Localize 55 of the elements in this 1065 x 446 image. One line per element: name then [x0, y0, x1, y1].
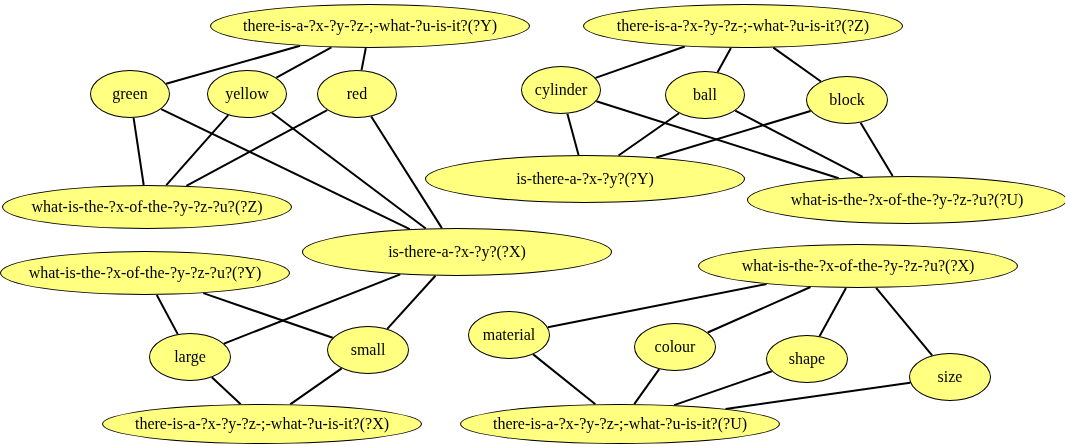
- ellipse-node: [747, 176, 1065, 224]
- node-label: is-there-a-?x-?y?(?Y): [516, 170, 654, 188]
- connector-line: [289, 367, 343, 406]
- connector-line: [132, 116, 145, 186]
- node-label: what-is-the-?x-of-the-?y-?z-?u?(?Y): [28, 264, 262, 282]
- ellipse-node: [149, 333, 231, 381]
- node-label: cylinder: [534, 81, 588, 99]
- connector-line: [360, 47, 367, 72]
- node-label: material: [482, 326, 536, 344]
- connector-line: [734, 109, 864, 178]
- ellipse-node: [521, 66, 601, 114]
- connector-line: [275, 46, 333, 79]
- node-label: what-is-the-?x-of-the-?y-?z-?u?(?U): [790, 191, 1024, 209]
- ellipse-node: [207, 70, 287, 118]
- node-label: green: [112, 85, 148, 103]
- connector-line: [875, 286, 934, 357]
- node-label: there-is-a-?x-?y-?z-;-what-?u-is-it?(?X): [134, 415, 390, 433]
- connector-line: [617, 112, 680, 157]
- node-label: what-is-the-?x-of-the-?y-?z-?u?(?X): [741, 257, 975, 275]
- connector-line: [386, 274, 437, 330]
- node-label: what-is-the-?x-of-the-?y-?z-?u?(?Z): [31, 198, 263, 216]
- connector-line: [772, 46, 822, 83]
- connector-line: [566, 112, 580, 156]
- node-label: yellow: [225, 85, 269, 103]
- ellipse-node: [806, 76, 888, 124]
- ellipse-node: [90, 70, 170, 118]
- node-label: block: [829, 91, 865, 109]
- connector-line: [165, 114, 230, 187]
- node-label: small: [350, 341, 386, 359]
- ellipse-node: [766, 335, 848, 383]
- node-label: large: [174, 348, 206, 366]
- connector-line: [595, 100, 840, 180]
- node-label: is-there-a-?x-?y?(?X): [388, 243, 526, 261]
- ellipse-node: [317, 70, 397, 118]
- connector-line: [202, 292, 334, 339]
- connector-line: [210, 376, 242, 406]
- node-label: colour: [654, 338, 696, 356]
- node-label: red: [346, 85, 368, 103]
- connector-line: [185, 109, 329, 187]
- connector-line: [270, 111, 427, 230]
- connector-line: [724, 381, 912, 410]
- connector-line: [532, 353, 597, 406]
- node-label: there-is-a-?x-?y-?z-;-what-?u-is-it?(?Y): [242, 17, 498, 35]
- ellipse-node: [634, 323, 716, 371]
- node-label: ball: [693, 86, 717, 104]
- connector-line: [546, 283, 768, 329]
- node-label: size: [937, 368, 963, 386]
- ellipse-node: [665, 71, 745, 119]
- connector-line: [165, 44, 302, 85]
- node-label: there-is-a-?x-?y-?z-;-what-?u-is-it?(?Z): [616, 17, 870, 35]
- connector-line: [706, 286, 812, 334]
- ellipse-node: [0, 251, 290, 295]
- node-label: there-is-a-?x-?y-?z-;-what-?u-is-it?(?U): [492, 415, 748, 433]
- node-label: shape: [788, 350, 826, 368]
- ellipse-node: [327, 326, 409, 374]
